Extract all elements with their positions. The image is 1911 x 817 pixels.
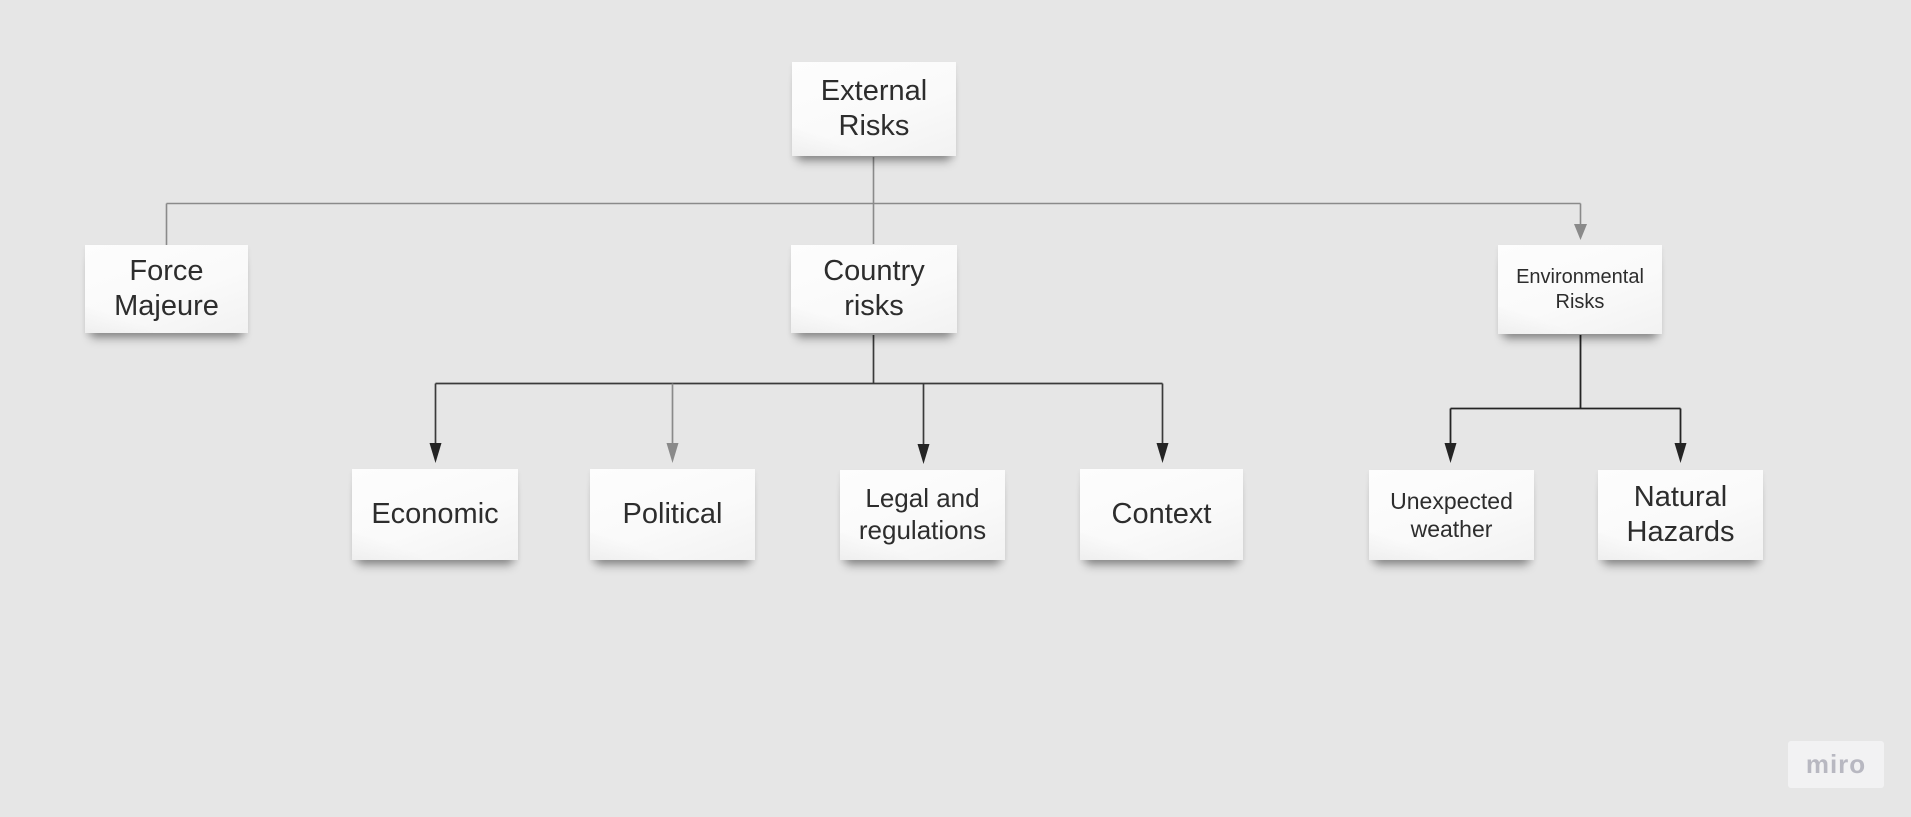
sticky-note-environmental-risks[interactable]: Environmental Risks (1498, 245, 1662, 334)
arrowhead-environmental-risks (1574, 224, 1587, 240)
note-label: Context (1111, 497, 1212, 530)
level1-connectors (165, 157, 1582, 246)
note-label: Economic (371, 497, 499, 530)
note-label: Legal and regulations (858, 483, 987, 545)
note-label: Natural Hazards (1626, 480, 1735, 548)
sticky-note-legal-and-regulations[interactable]: Legal and regulations (840, 470, 1005, 560)
arrowhead-unexpected-weather (1444, 443, 1457, 463)
note-label: Force Majeure (114, 254, 219, 322)
arrowhead-natural-hazards (1674, 443, 1687, 463)
sticky-note-country-risks[interactable]: Country risks (791, 245, 957, 333)
sticky-note-economic[interactable]: Economic (352, 469, 518, 560)
sticky-note-unexpected-weather[interactable]: Unexpected weather (1369, 470, 1534, 560)
note-label: Environmental Risks (1516, 266, 1644, 313)
sticky-note-natural-hazards[interactable]: Natural Hazards (1598, 470, 1763, 560)
sticky-note-external-risks[interactable]: External Risks (792, 62, 956, 156)
note-label: External Risks (820, 74, 928, 142)
sticky-note-force-majeure[interactable]: Force Majeure (85, 245, 248, 333)
note-label: Unexpected weather (1390, 487, 1513, 542)
miro-logo-text: miro (1805, 749, 1867, 779)
arrowhead-political (666, 443, 679, 463)
arrowhead-context (1156, 443, 1169, 463)
country-risks-connectors (434, 335, 1164, 446)
note-label: Country risks (823, 254, 925, 322)
sticky-note-political[interactable]: Political (590, 469, 755, 560)
sticky-note-context[interactable]: Context (1080, 469, 1243, 560)
arrowhead-legal-and-regulations (917, 444, 930, 464)
note-label: Political (622, 497, 723, 530)
miro-logo[interactable]: miro (1788, 741, 1884, 788)
environmental-risks-connectors (1449, 335, 1682, 445)
arrowhead-economic (429, 443, 442, 463)
